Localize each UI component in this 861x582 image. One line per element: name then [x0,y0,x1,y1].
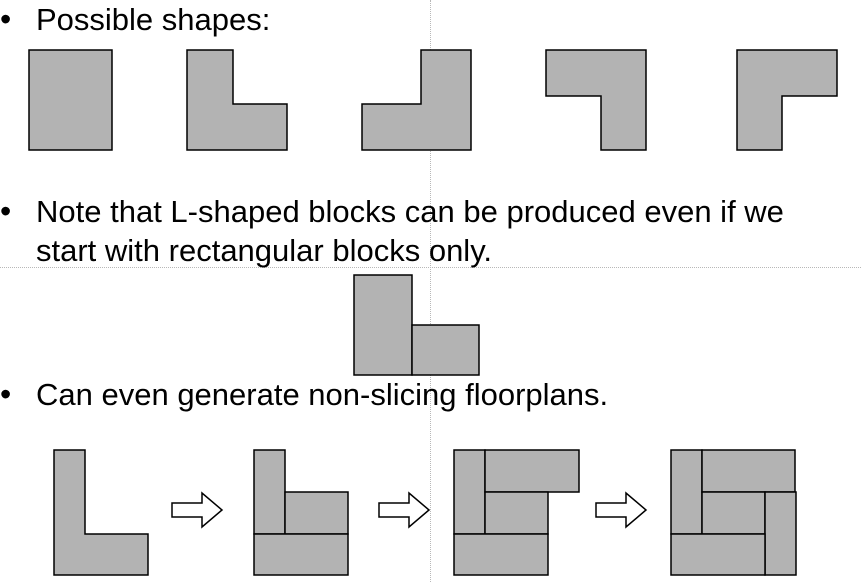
shape-l-bottom-left [361,49,472,151]
shape-l-bottom-right [186,49,288,151]
seq3-block-mid [484,491,549,535]
shape-l-top-left [545,49,647,151]
seq4-block-tall-right [764,491,797,576]
bullet-text-note-line-1: Note that L-shaped blocks can be produce… [36,194,784,229]
bullet-marker-1: • [0,1,12,37]
seq4-block-center [701,491,766,535]
seq3-block-tall [453,449,486,535]
seq4-block-tall-left [670,449,703,535]
seq3-block-bottom [453,533,549,576]
bullet-marker-2: • [0,193,12,229]
bullet-marker-3: • [0,376,12,412]
right-arrow-icon [378,491,431,529]
seq2-block-bottom [253,533,349,576]
shape-l-top-right [736,49,838,151]
seq3-block-top [484,449,580,493]
example-block-tall [353,274,413,376]
seq4-block-top [701,449,796,493]
bullet-text-non-slicing: Can even generate non-slicing floorplans… [36,377,609,412]
example-block-short [411,324,480,376]
seq1-l-block [53,449,149,576]
bullet-text-possible-shapes: Possible shapes: [36,2,271,37]
seq2-block-tall [253,449,286,535]
right-arrow-icon [595,491,648,529]
right-arrow-icon [171,491,224,529]
horizontal-guide-line [0,267,861,268]
seq2-block-mid [284,491,349,535]
seq4-block-bottom [670,533,766,576]
vertical-guide-line [430,0,431,582]
bullet-text-note-line-2: start with rectangular blocks only. [36,233,493,268]
shape-rectangle [28,49,113,151]
